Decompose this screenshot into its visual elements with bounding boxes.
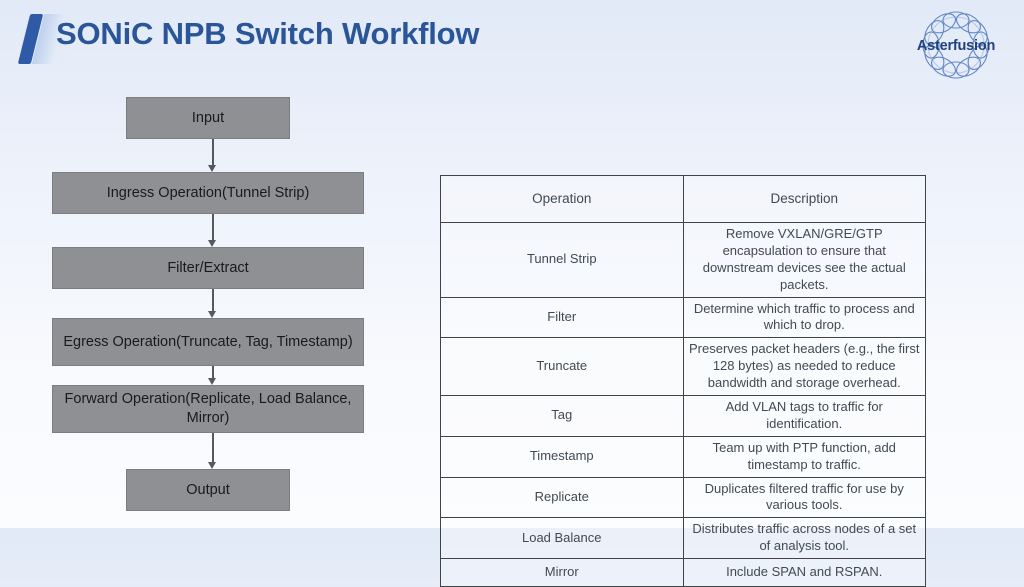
flow-arrow-ingress-to-filter bbox=[207, 214, 218, 247]
flow-node-output[interactable]: Output bbox=[126, 469, 290, 511]
asterfusion-logo: Asterfusion bbox=[904, 8, 1008, 82]
flow-arrow-filter-to-egress bbox=[207, 289, 218, 318]
cell-description: Team up with PTP function, add timestamp… bbox=[682, 435, 926, 478]
logo-wordmark: Asterfusion bbox=[916, 38, 996, 54]
column-header-operation: Operation bbox=[440, 175, 684, 223]
table-row: Timestamp Team up with PTP function, add… bbox=[440, 435, 926, 478]
cell-description: Distributes traffic across nodes of a se… bbox=[682, 517, 926, 560]
arrow-head-icon bbox=[208, 240, 216, 247]
table-row: Load Balance Distributes traffic across … bbox=[440, 517, 926, 560]
table-row: Replicate Duplicates filtered traffic fo… bbox=[440, 476, 926, 519]
table-row: Truncate Preserves packet headers (e.g.,… bbox=[440, 337, 926, 397]
cell-description: Duplicates filtered traffic for use by v… bbox=[682, 476, 926, 519]
flow-node-input[interactable]: Input bbox=[126, 97, 290, 139]
flow-arrow-egress-to-forward bbox=[207, 366, 218, 385]
arrow-shaft bbox=[212, 433, 214, 463]
page-title: SONiC NPB Switch Workflow bbox=[56, 16, 480, 51]
logo-mandala-icon bbox=[922, 11, 990, 79]
cell-operation: Tunnel Strip bbox=[440, 222, 684, 298]
flow-node-forward[interactable]: Forward Operation(Replicate, Load Balanc… bbox=[52, 385, 364, 433]
arrow-shaft bbox=[212, 214, 214, 241]
cell-operation: Filter bbox=[440, 296, 684, 339]
slide-header: SONiC NPB Switch Workflow bbox=[0, 0, 1024, 88]
arrow-head-icon bbox=[208, 462, 216, 469]
cell-description: Include SPAN and RSPAN. bbox=[682, 558, 926, 587]
column-header-description: Description bbox=[682, 175, 926, 223]
cell-description: Add VLAN tags to traffic for identificat… bbox=[682, 395, 926, 437]
arrow-head-icon bbox=[208, 378, 216, 385]
cell-operation: Mirror bbox=[440, 558, 684, 587]
workflow-flowchart: Input Ingress Operation(Tunnel Strip) Fi… bbox=[0, 88, 430, 528]
cell-description: Remove VXLAN/GRE/GTP encapsulation to en… bbox=[682, 222, 926, 298]
arrow-head-icon bbox=[208, 311, 216, 318]
table-row: Filter Determine which traffic to proces… bbox=[440, 296, 926, 339]
flow-node-egress[interactable]: Egress Operation(Truncate, Tag, Timestam… bbox=[52, 318, 364, 366]
operations-table: Operation Description Tunnel Strip Remov… bbox=[440, 175, 926, 587]
arrow-shaft bbox=[212, 289, 214, 312]
flow-arrow-forward-to-output bbox=[207, 433, 218, 469]
cell-operation: Truncate bbox=[440, 337, 684, 397]
flow-arrow-input-to-ingress bbox=[207, 139, 218, 172]
arrow-shaft bbox=[212, 366, 214, 379]
cell-description: Preserves packet headers (e.g., the firs… bbox=[682, 337, 926, 397]
arrow-head-icon bbox=[208, 165, 216, 172]
table-header-row: Operation Description bbox=[440, 175, 926, 223]
flow-node-ingress[interactable]: Ingress Operation(Tunnel Strip) bbox=[52, 172, 364, 214]
cell-operation: Tag bbox=[440, 395, 684, 437]
flow-node-filter[interactable]: Filter/Extract bbox=[52, 247, 364, 289]
arrow-shaft bbox=[212, 139, 214, 166]
cell-operation: Replicate bbox=[440, 476, 684, 519]
cell-description: Determine which traffic to process and w… bbox=[682, 296, 926, 339]
cell-operation: Timestamp bbox=[440, 435, 684, 478]
table-row: Tunnel Strip Remove VXLAN/GRE/GTP encaps… bbox=[440, 222, 926, 298]
operations-table-container: Operation Description Tunnel Strip Remov… bbox=[440, 175, 926, 587]
cell-operation: Load Balance bbox=[440, 517, 684, 560]
table-row: Mirror Include SPAN and RSPAN. bbox=[440, 558, 926, 587]
table-row: Tag Add VLAN tags to traffic for identif… bbox=[440, 395, 926, 437]
